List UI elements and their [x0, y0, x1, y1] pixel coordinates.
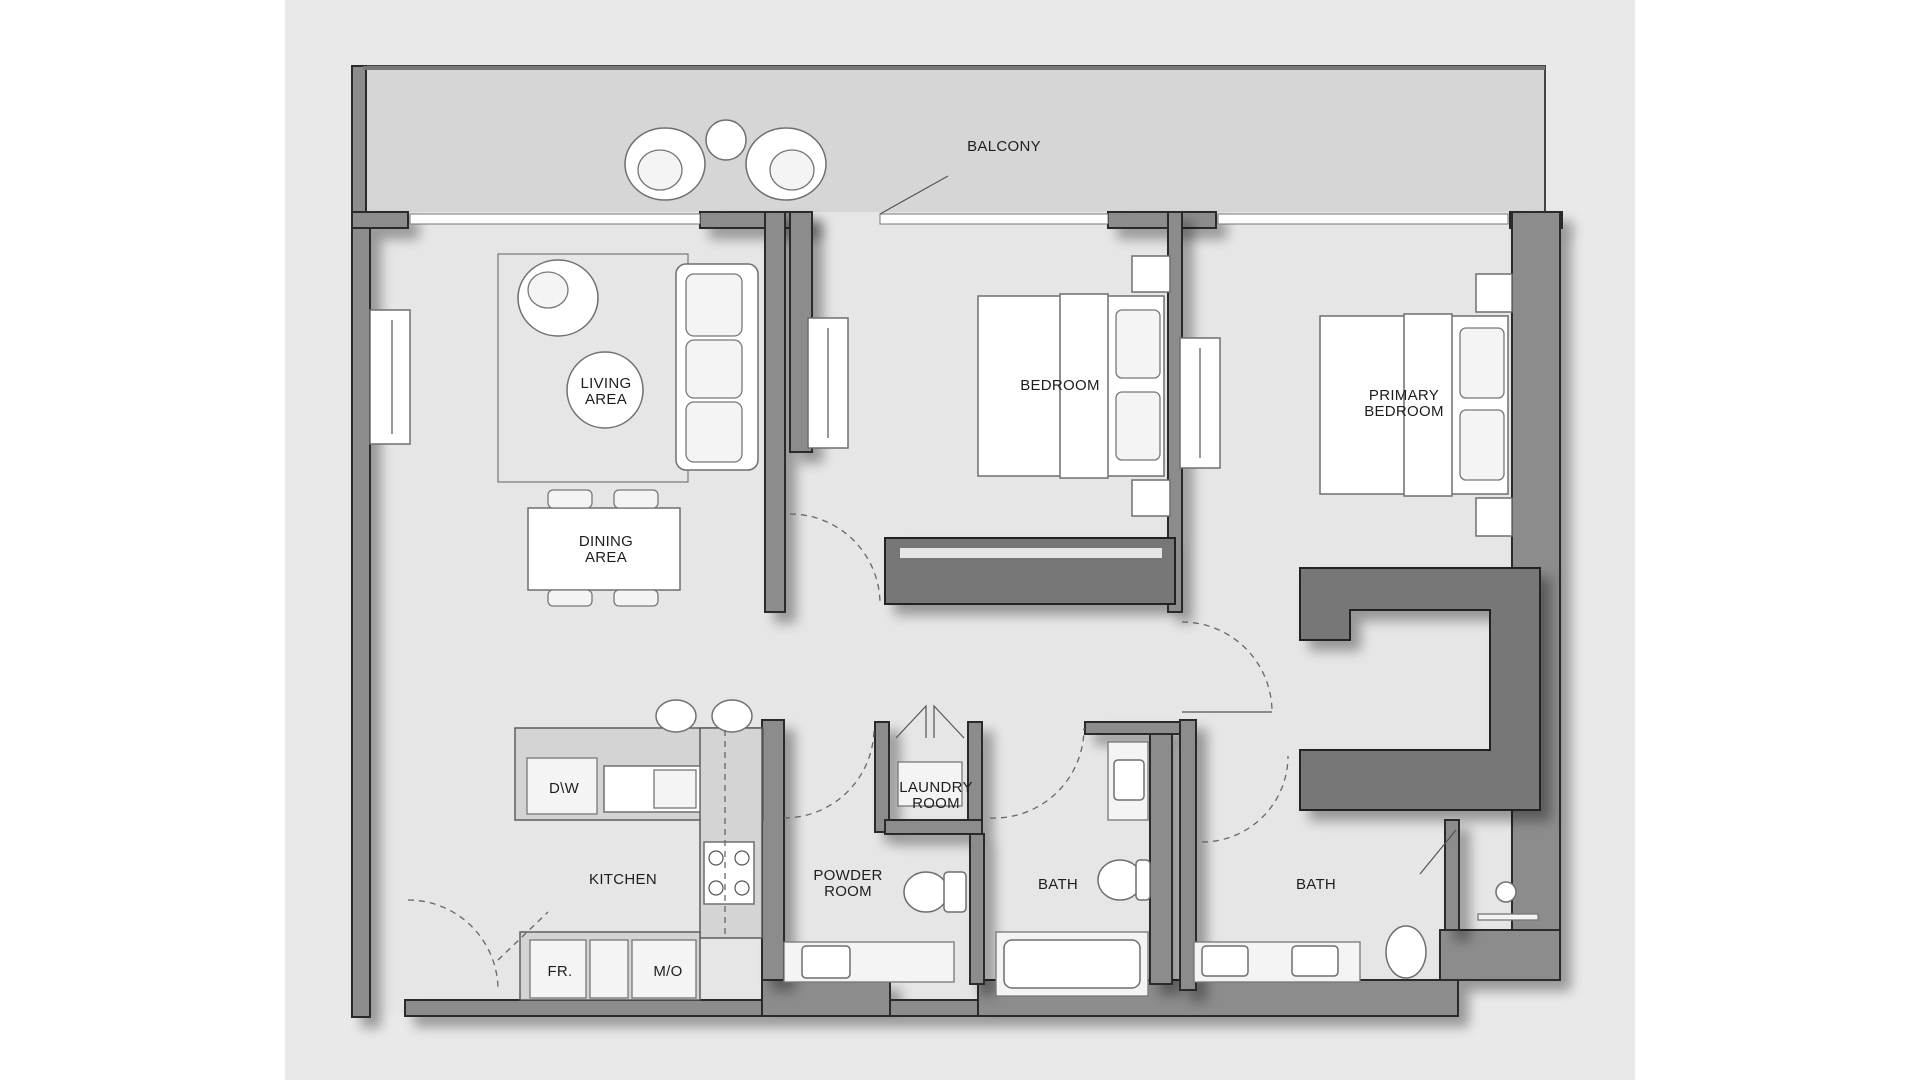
- label-laundry-line2: ROOM: [912, 795, 960, 812]
- label-microwave: M/O: [653, 963, 682, 980]
- label-dining-line2: AREA: [585, 549, 627, 566]
- door-swings: [407, 175, 1457, 991]
- label-balcony: BALCONY: [967, 138, 1041, 155]
- label-dishwasher: D\W: [549, 780, 580, 797]
- label-fridge: FR.: [547, 963, 572, 980]
- bath1-furniture: [995, 741, 1151, 997]
- label-powder-line2: ROOM: [824, 883, 872, 900]
- label-living-line2: AREA: [585, 391, 627, 408]
- label-bath-1: BATH: [1038, 876, 1078, 893]
- bath2-furniture: [1193, 881, 1539, 983]
- dining-furniture: [527, 489, 681, 607]
- powder-furniture: [783, 871, 967, 983]
- label-bath-2: BATH: [1296, 876, 1336, 893]
- label-living-line1: LIVING: [581, 375, 632, 392]
- label-bedroom: BEDROOM: [1020, 377, 1100, 394]
- interior-walls: [761, 211, 1541, 991]
- balcony-furniture: [624, 119, 827, 201]
- label-powder-line1: POWDER: [813, 867, 882, 884]
- wall-closets: [369, 309, 1221, 469]
- living-furniture: [497, 253, 759, 483]
- label-primary-line2: BEDROOM: [1364, 403, 1444, 420]
- label-laundry-line1: LAUNDRY: [899, 779, 973, 796]
- bedroom-bed: [977, 255, 1171, 517]
- room-labels: BALCONY LIVING AREA DINING AREA BEDROOM …: [547, 138, 1443, 980]
- label-dining-line1: DINING: [579, 533, 633, 550]
- primary-bed: [1319, 273, 1513, 537]
- label-primary-line1: PRIMARY: [1369, 387, 1439, 404]
- top-windows: [409, 213, 1509, 225]
- balcony: [351, 65, 1546, 217]
- label-kitchen: KITCHEN: [589, 871, 657, 888]
- laundry-furniture: [895, 704, 965, 807]
- kitchen-furniture: [514, 699, 764, 1001]
